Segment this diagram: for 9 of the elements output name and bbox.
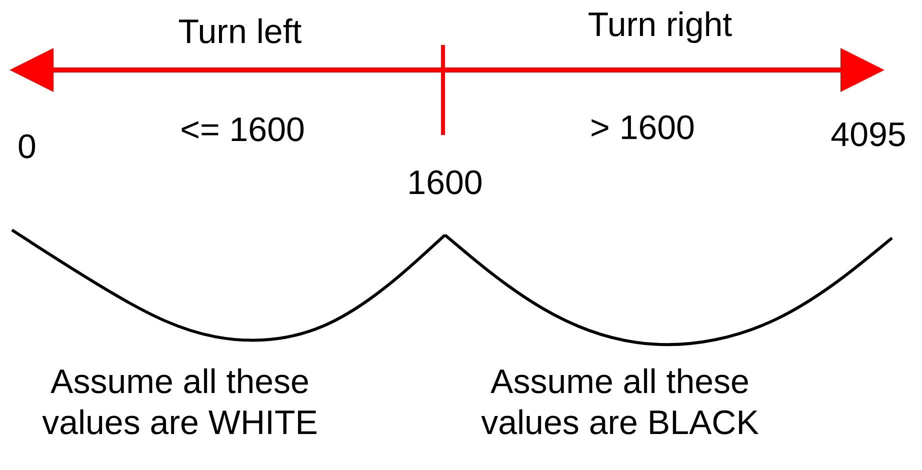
scale-value: 0 bbox=[16, 127, 38, 168]
direction-label: Turn right bbox=[586, 5, 734, 46]
note-text: Assume all these values are WHITE bbox=[41, 362, 319, 444]
range-label: <= 1600 bbox=[179, 110, 306, 151]
scale-value: 4095 bbox=[830, 115, 908, 156]
note-text: Assume all these values are BLACK bbox=[480, 362, 760, 444]
direction-label: Turn left bbox=[177, 12, 303, 53]
range-label: > 1600 bbox=[589, 108, 696, 149]
threshold-value: 1600 bbox=[406, 163, 484, 204]
